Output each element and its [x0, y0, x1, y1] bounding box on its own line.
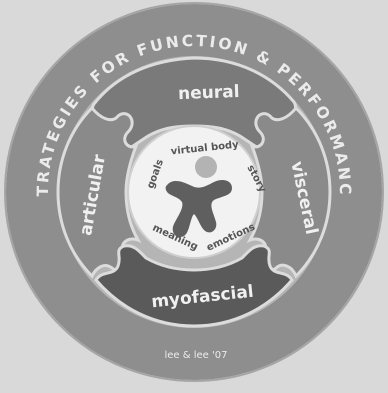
outer-ring-edge — [4, 2, 384, 382]
figure-head-icon — [195, 156, 217, 178]
puzzle-piece-articular — [56, 105, 142, 279]
puzzle-piece-visceral — [246, 105, 332, 279]
label-neural: neural — [178, 82, 240, 104]
credit-text: lee & lee '07 — [165, 350, 228, 361]
figure-body-icon — [165, 180, 232, 238]
puzzle-piece-myofascial — [94, 244, 294, 328]
